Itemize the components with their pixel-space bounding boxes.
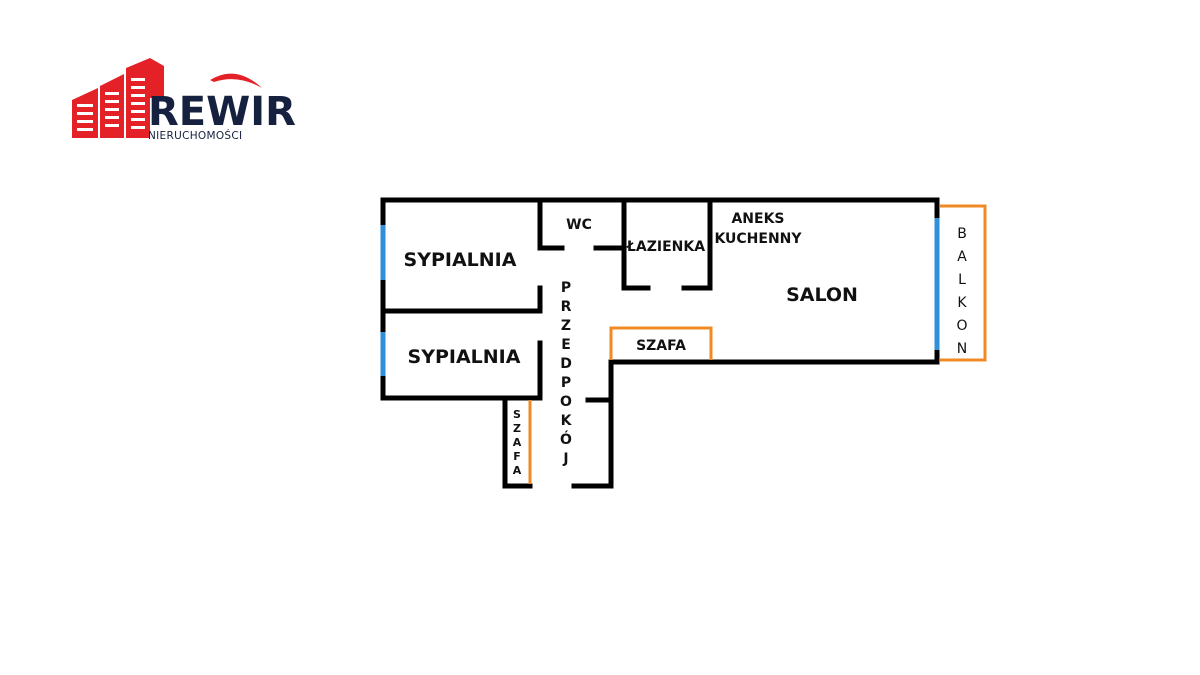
wall-wardrobe-small: [502, 397, 533, 489]
room-label-bedroom-top: SYPIALNIA: [404, 249, 517, 271]
room-label-kitchenette-2: KUCHENNY: [714, 231, 802, 247]
room-label-salon: SALON: [786, 284, 858, 306]
furniture: [528, 204, 987, 484]
swoosh-icon: [210, 73, 262, 88]
room-label-kitchenette-1: ANEKS: [731, 211, 784, 227]
windows: [380, 218, 940, 376]
logo-subtitle: NIERUCHOMOŚCI: [148, 129, 242, 142]
wardrobe-outline: [609, 326, 713, 360]
room-label-wardrobe: SZAFA: [636, 338, 686, 354]
balcony-outline: [940, 204, 987, 362]
wall-bathroom-left: [621, 197, 651, 291]
room-label-wc: WC: [566, 217, 592, 233]
rewir-logo: REWIR NIERUCHOMOŚCI: [72, 58, 296, 142]
wall-wc-left: [537, 197, 565, 251]
svg-text:SZAFA: SZAFA: [513, 408, 522, 477]
room-label-bathroom: ŁAZIENKA: [626, 239, 705, 255]
logo-wordmark: REWIR: [148, 89, 296, 135]
room-label-bedroom-bottom: SYPIALNIA: [408, 346, 521, 368]
wall-bathroom-right: [681, 197, 713, 291]
building-icon: [72, 58, 164, 138]
